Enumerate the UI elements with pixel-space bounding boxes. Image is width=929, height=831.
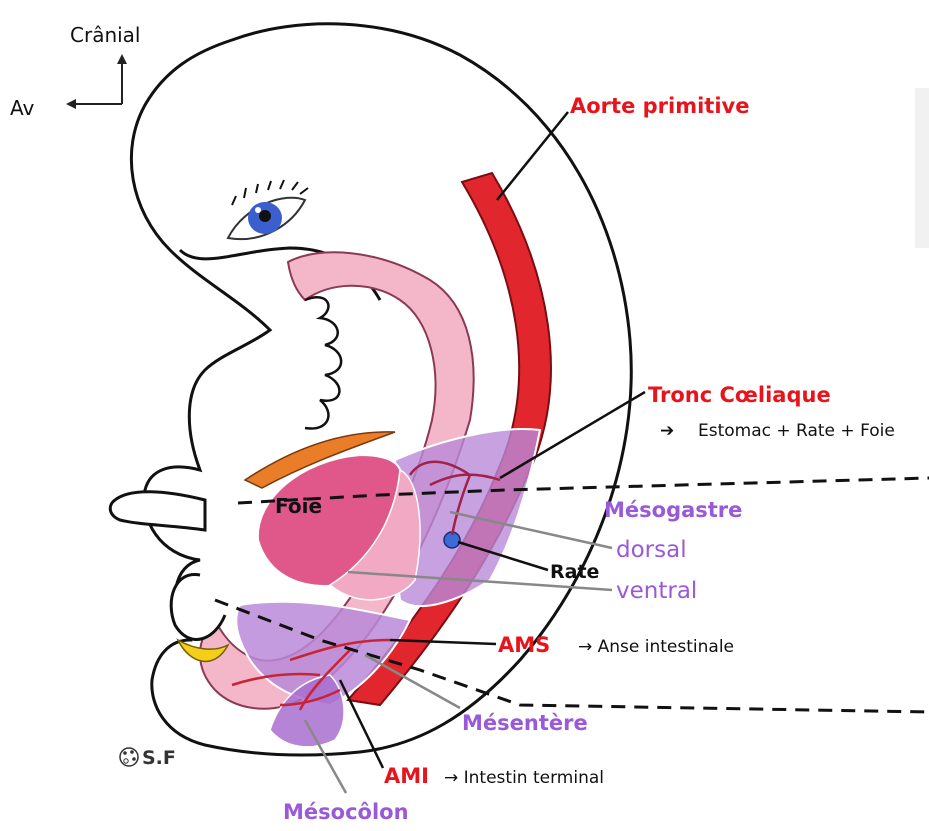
label-aorte-primitive: Aorte primitive bbox=[570, 94, 749, 118]
label-tronc-target: Estomac + Rate + Foie bbox=[698, 421, 895, 441]
label-ami: AMI bbox=[384, 764, 429, 788]
label-tronc-coeliaque: Tronc Cœliaque bbox=[648, 383, 831, 407]
signature-text: S.F bbox=[142, 747, 176, 769]
orientation-indicator: Crânial Av bbox=[10, 23, 141, 120]
cranial-label: Crânial bbox=[70, 23, 141, 47]
label-mesentere: Mésentère bbox=[462, 711, 588, 735]
label-ventral: ventral bbox=[616, 578, 697, 604]
signature: S.F bbox=[120, 747, 176, 769]
label-foie: Foie bbox=[275, 494, 322, 518]
label-mesocolon: Mésocôlon bbox=[283, 800, 409, 824]
label-ams: AMS bbox=[498, 633, 550, 657]
label-mesogastre: Mésogastre bbox=[604, 498, 742, 522]
label-dorsal: dorsal bbox=[616, 537, 687, 563]
label-rate: Rate bbox=[550, 561, 599, 583]
background-panel bbox=[915, 88, 929, 248]
label-ams-target: → Anse intestinale bbox=[578, 637, 734, 657]
anterior-label: Av bbox=[10, 96, 35, 120]
label-ami-target: → Intestin terminal bbox=[444, 768, 604, 788]
umbilical-cord bbox=[110, 492, 205, 530]
arrow-icon: ➔ bbox=[660, 421, 674, 441]
palette-icon bbox=[120, 748, 138, 766]
